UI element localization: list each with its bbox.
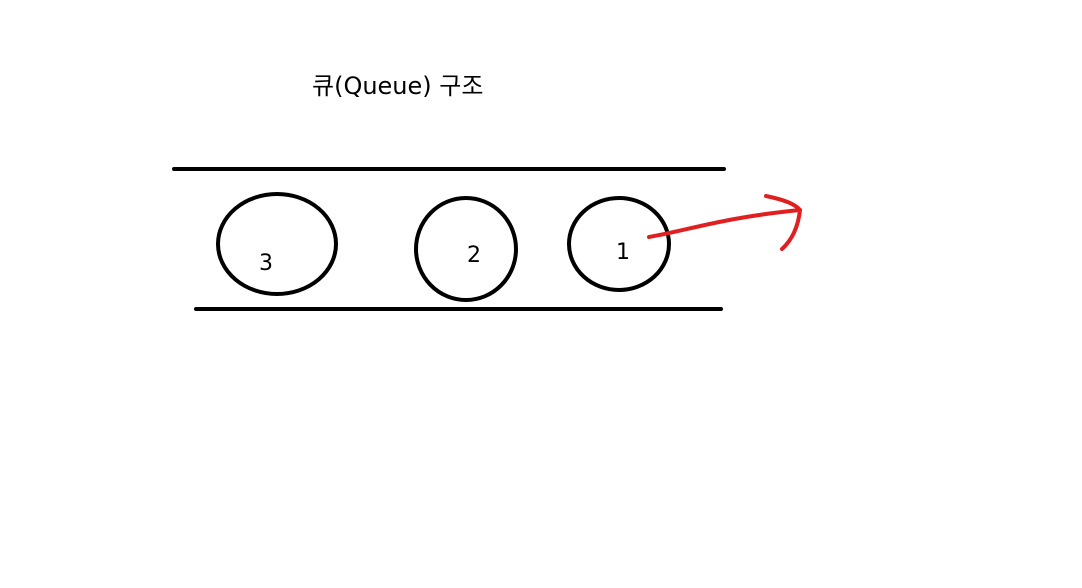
dequeue-arrowhead (764, 194, 802, 251)
queue-item-label-1: 1 (616, 240, 630, 265)
queue-item-circle-1 (567, 196, 671, 292)
queue-item-label-2: 2 (467, 243, 481, 268)
diagram-title: 큐(Queue) 구조 (312, 72, 484, 100)
queue-item-circle-3 (216, 192, 338, 296)
dequeue-arrow (647, 208, 802, 239)
queue-item-label-3: 3 (259, 251, 273, 276)
queue-item-circle-2 (414, 196, 518, 302)
